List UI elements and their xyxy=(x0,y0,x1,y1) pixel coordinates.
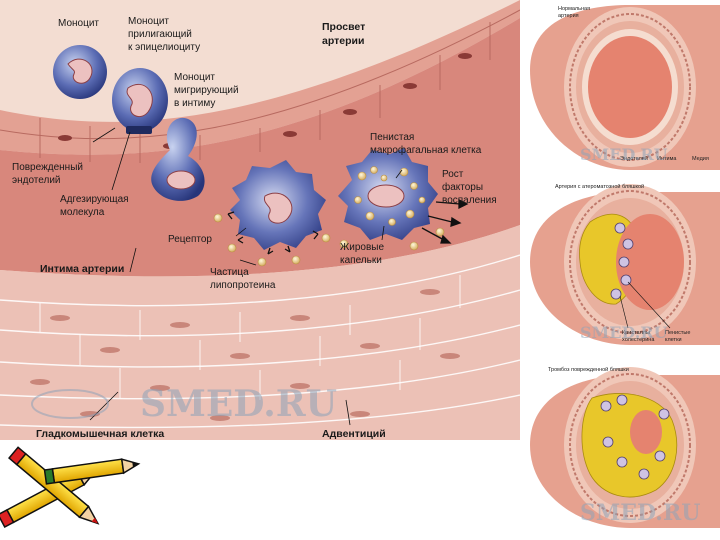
smooth-muscle-nuclei xyxy=(30,289,460,421)
thrombus-title: Тромбоз поврежденной бляшки xyxy=(548,366,629,373)
normal-label-endothelium: Эндотелий xyxy=(620,155,648,162)
normal-label-intima: Интима xyxy=(657,156,677,162)
label-monocyte-migrating-2: мигрирующий xyxy=(174,85,239,96)
side-watermark-3: SMED.RU xyxy=(580,500,700,526)
monocyte-migrating xyxy=(151,117,205,201)
normal-label-media: Медия xyxy=(692,156,709,162)
plaque-label-crystals-2: холестерина xyxy=(622,337,655,343)
label-growth-factors-3: воспаления xyxy=(442,195,497,206)
thrombosis-artery-section: Тромбоз поврежденной бляшки xyxy=(530,366,720,528)
label-artery-lumen-1: Просвет xyxy=(322,21,365,33)
plaque-artery-section: Артерия с атероматозной бляшкой Кристалл… xyxy=(530,183,720,345)
label-monocyte-migrating-1: Моноцит xyxy=(174,72,215,83)
receptors xyxy=(227,211,319,255)
lipoprotein-particles xyxy=(213,213,445,267)
plaque-title: Артерия с атероматозной бляшкой xyxy=(555,183,644,190)
label-adhesion-molecule-1: Адгезирующая xyxy=(60,194,129,205)
label-lipoprotein-2: липопротеина xyxy=(210,280,276,291)
normal-artery-section: Нормальная артерия Эндотелий Интима Меди… xyxy=(530,5,720,170)
plaque-label-crystals-1: Кристаллы xyxy=(622,330,650,336)
label-receptor: Рецептор xyxy=(168,234,212,245)
label-monocyte-adhering-2: прилигающий xyxy=(128,29,192,40)
label-damaged-endothelium-2: эндотелий xyxy=(12,175,61,186)
monocyte-free xyxy=(53,45,107,99)
normal-title-2: артерия xyxy=(558,13,579,19)
main-labels: Моноцит Моноцит прилигающий к эпицелиоци… xyxy=(12,16,497,440)
watermark: SMED.RU xyxy=(31,383,337,425)
macrophage xyxy=(230,160,326,250)
smooth-muscle-dividers xyxy=(39,275,461,400)
artery-cross-sections-panel: Нормальная артерия Эндотелий Интима Меди… xyxy=(520,0,720,540)
side-watermarks: SMED.RU SMED.RU SMED.RU xyxy=(580,145,700,526)
label-growth-factors-1: Рост xyxy=(442,169,464,180)
label-monocyte-adhering-3: к эпицелиоциту xyxy=(128,42,200,53)
label-smooth-muscle: Гладкомышечная клетка xyxy=(36,428,164,440)
atherosclerosis-diagram: SMED.RU Моноцит Моноцит прилигающий к эп… xyxy=(0,0,520,529)
side-watermark-1: SMED.RU xyxy=(580,145,668,164)
monocyte-adhering xyxy=(112,68,168,134)
foam-cell xyxy=(338,148,438,240)
watermark-text: SMED.RU xyxy=(140,383,337,425)
endothelial-cells xyxy=(0,9,520,163)
smooth-muscle-cells xyxy=(0,254,520,429)
label-adhesion-molecule-2: молекула xyxy=(60,207,105,218)
label-monocyte: Моноцит xyxy=(58,18,99,29)
label-fat-droplets-2: капельки xyxy=(340,255,382,266)
label-monocyte-adhering-1: Моноцит xyxy=(128,16,169,27)
label-damaged-endothelium-1: Поврежденный xyxy=(12,162,83,173)
label-foam-cell-1: Пенистая xyxy=(370,132,414,143)
label-growth-factors-2: факторы xyxy=(442,181,483,193)
label-intima: Интима артерии xyxy=(40,263,124,275)
label-lipoprotein-1: Частица xyxy=(210,267,249,278)
label-adventitia: Адвентиций xyxy=(322,428,386,440)
growth-factor-arrows xyxy=(421,198,469,244)
side-watermark-2: SMED.RU xyxy=(580,323,668,342)
normal-title-1: Нормальная xyxy=(558,6,590,12)
label-foam-cell-2: макрофагальная клетка xyxy=(370,144,482,156)
pencils-clipart xyxy=(0,446,141,529)
plaque-label-foam-2: клетки xyxy=(665,337,682,343)
label-monocyte-migrating-3: в интиму xyxy=(174,98,215,109)
plaque-label-foam-1: Пенистые xyxy=(665,330,690,336)
endothelium-layer xyxy=(0,0,520,155)
label-fat-droplets-1: Жировые xyxy=(340,242,384,253)
label-artery-lumen-2: артерии xyxy=(322,35,364,47)
